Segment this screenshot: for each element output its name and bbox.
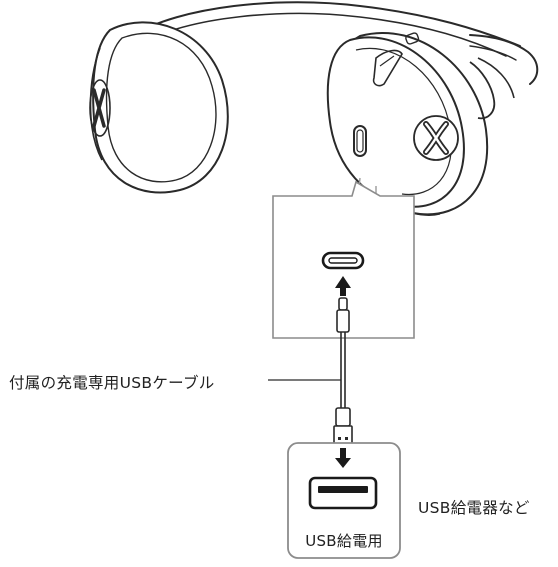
charger-label: USB給電器など — [418, 499, 530, 517]
usb-cable — [333, 297, 353, 449]
left-ear-cup — [89, 21, 229, 194]
usb-a-port-icon — [308, 476, 378, 510]
headband — [131, 1, 539, 85]
right-ear-cup — [326, 31, 515, 216]
arrow-down-icon — [335, 448, 351, 468]
usb-port-label: USB給電用 — [305, 532, 383, 550]
usb-charger-box — [287, 442, 401, 559]
usb-c-port-icon — [321, 251, 365, 270]
cable-label: 付属の充電専用USBケーブル — [9, 374, 215, 392]
port-zoom-box — [272, 180, 415, 339]
arrow-up-icon — [335, 276, 351, 296]
